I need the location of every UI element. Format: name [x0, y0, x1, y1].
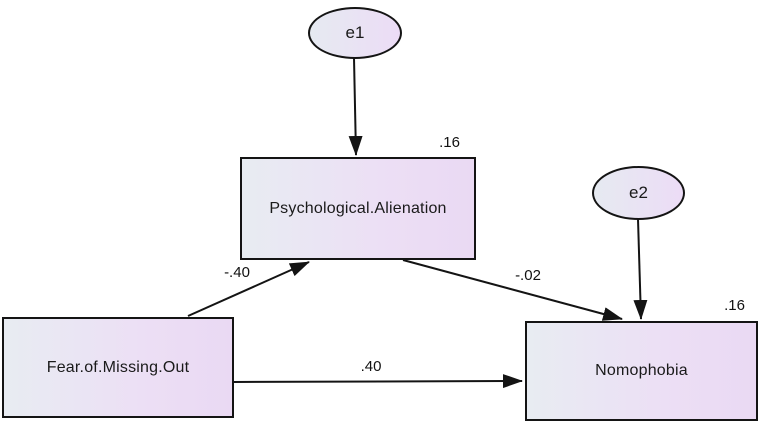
arrow-e2-to-nomophobia — [633, 218, 648, 320]
error-term-e1-label: e1 — [345, 23, 365, 42]
arrow-psychological-alienation-to-nomophobia — [402, 259, 623, 321]
variable-label-fear-of-missing-out: Fear.of.Missing.Out — [46, 358, 190, 376]
variable-box-psychological-alienation: Psychological.Alienation — [240, 157, 476, 260]
path-coefficient-fomo-to-nomophobia: .40 — [360, 358, 382, 375]
variable-label-nomophobia: Nomophobia — [595, 362, 688, 379]
arrow-fomo-to-nomophobia — [233, 374, 523, 389]
variable-box-fear-of-missing-out: Fear.of.Missing.Out — [2, 317, 234, 418]
variable-box-nomophobia: Nomophobia — [525, 321, 758, 421]
variance-label-nomophobia: .16 — [724, 297, 745, 314]
variance-label-psychological-alienation: .16 — [439, 134, 460, 151]
arrow-fomo-to-psychological-alienation — [187, 261, 310, 317]
path-coefficient-psychological-alienation-to-nomophobia: -.02 — [515, 267, 541, 284]
error-term-e2-label: e2 — [629, 183, 648, 202]
arrow-e1-to-psychological-alienation — [348, 57, 363, 156]
error-term-e2: e2 — [592, 166, 685, 220]
path-coefficient-fomo-to-psychological-alienation: -.40 — [224, 264, 250, 281]
variable-label-psychological-alienation: Psychological.Alienation — [269, 199, 447, 217]
error-term-e1: e1 — [308, 7, 402, 59]
